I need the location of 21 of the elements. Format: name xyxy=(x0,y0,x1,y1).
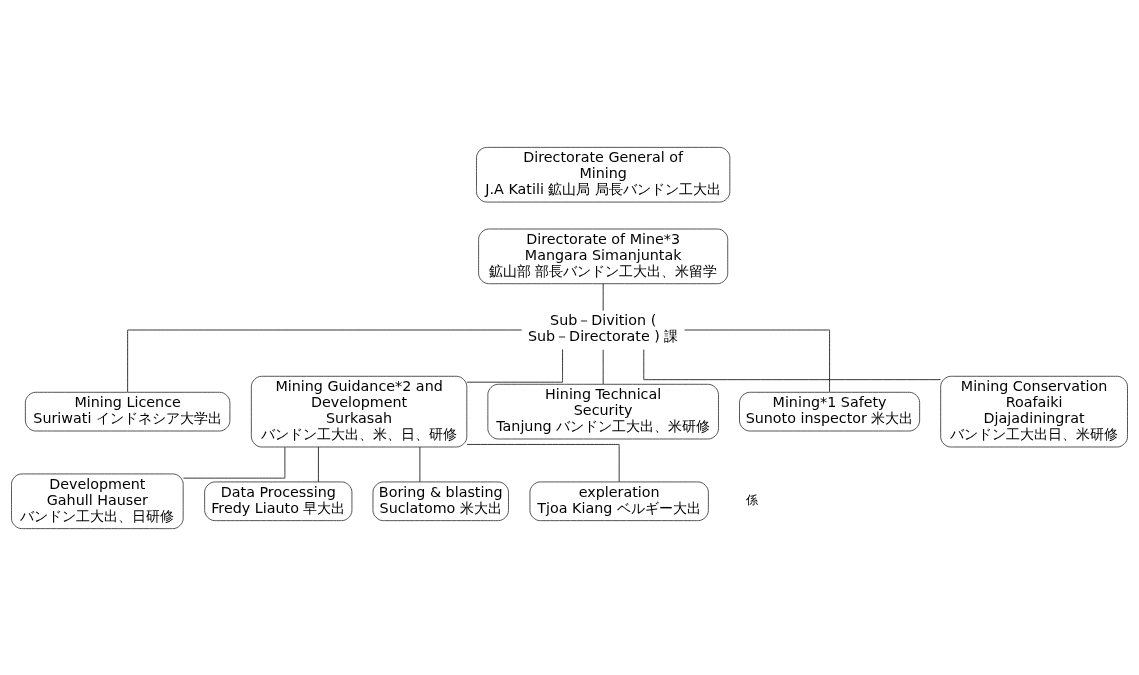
node-box: expleration Tjoa Kiang ベルギー大出 xyxy=(529,481,709,521)
node-box: Mining Guidance*2 and Development Surkasah バンドン工大出、米、日、研修 xyxy=(250,375,468,447)
connector xyxy=(318,446,319,482)
connector xyxy=(643,348,941,380)
node-box: Mining*1 Safety Sunoto inspector 米大出 xyxy=(739,391,921,431)
connector xyxy=(419,446,421,482)
node-box: Directorate of Mine*3 Mangara Simanjuntak 鉱山部 部長バンドン工大出、米留学 xyxy=(478,228,729,284)
node-box: Directorate General of Mining J.A Katili 鉱山局 局長バンドン工大出 xyxy=(476,146,731,202)
node-box: Data Processing Fredy Liauto 早大出 xyxy=(204,481,353,521)
connector xyxy=(466,443,620,482)
node-text: Sub－Divition ( Sub－Directorate ) 課 xyxy=(527,311,679,344)
node-box: Boring & blasting Suclatomo 米大出 xyxy=(372,481,509,521)
connector xyxy=(466,348,563,383)
label: 係 xyxy=(746,492,759,507)
node-box: Mining Conservation Roafaiki Djajadiningrat バンドン工大出日、米研修 xyxy=(940,375,1128,447)
node-box: Development Gahull Hauser バンドン工大出、日研修 xyxy=(11,473,184,529)
connector xyxy=(127,329,523,392)
connector xyxy=(602,348,604,384)
node-box: Hining Technical Security Tanjung バンドン工大出、米研修 xyxy=(487,383,719,439)
node-box: Mining Licence Suriwati インドネシア大学出 xyxy=(24,391,231,431)
connector xyxy=(684,329,830,392)
